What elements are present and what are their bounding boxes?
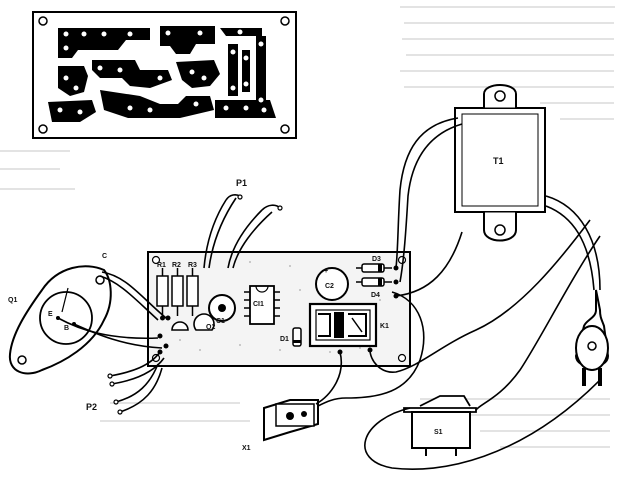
label-p1: P1 [236,178,247,188]
wires-q1 [57,271,167,349]
label-d1: D1 [280,336,289,343]
label-r2: R2 [172,262,181,269]
pcb-trace-layout [32,11,297,139]
label-x1: X1 [242,445,251,452]
label-t1: T1 [493,156,504,166]
transistor-q2 [171,313,215,331]
label-c1: C1 [216,318,225,325]
diode-d1 [292,327,302,347]
label-e-terminal: E [48,311,53,318]
ic-ci1 [244,285,280,325]
label-p2: P2 [86,402,97,412]
label-q2: Q2 [206,324,215,331]
label-r3: R3 [188,262,197,269]
wires-mains [315,117,601,471]
wire-lugs [107,194,283,415]
label-b-terminal: B [64,325,69,332]
label-c-terminal: C [102,253,107,260]
wires-p2 [109,351,165,413]
connector-x1 [263,399,319,442]
label-c2-plus: + [324,268,328,275]
diode-d4 [356,277,392,287]
mains-plug [574,289,610,386]
diode-d3 [356,263,392,273]
wires-p1 [203,194,281,269]
resistor-r1 [156,268,169,321]
transformer-t1 [454,84,546,242]
label-ci1: CI1 [253,301,264,308]
label-k1: K1 [380,323,389,330]
label-r1: R1 [157,262,166,269]
label-q1: Q1 [8,297,17,304]
capacitor-c2 [315,267,349,301]
resistor-r3 [186,268,199,316]
label-c2: C2 [325,283,334,290]
label-d3: D3 [372,256,381,263]
capacitor-c1 [208,294,236,322]
relay-k1 [308,302,378,348]
switch-s1 [403,395,477,456]
resistor-r2 [171,268,184,316]
label-s1: S1 [434,429,443,436]
label-d4: D4 [371,292,380,299]
